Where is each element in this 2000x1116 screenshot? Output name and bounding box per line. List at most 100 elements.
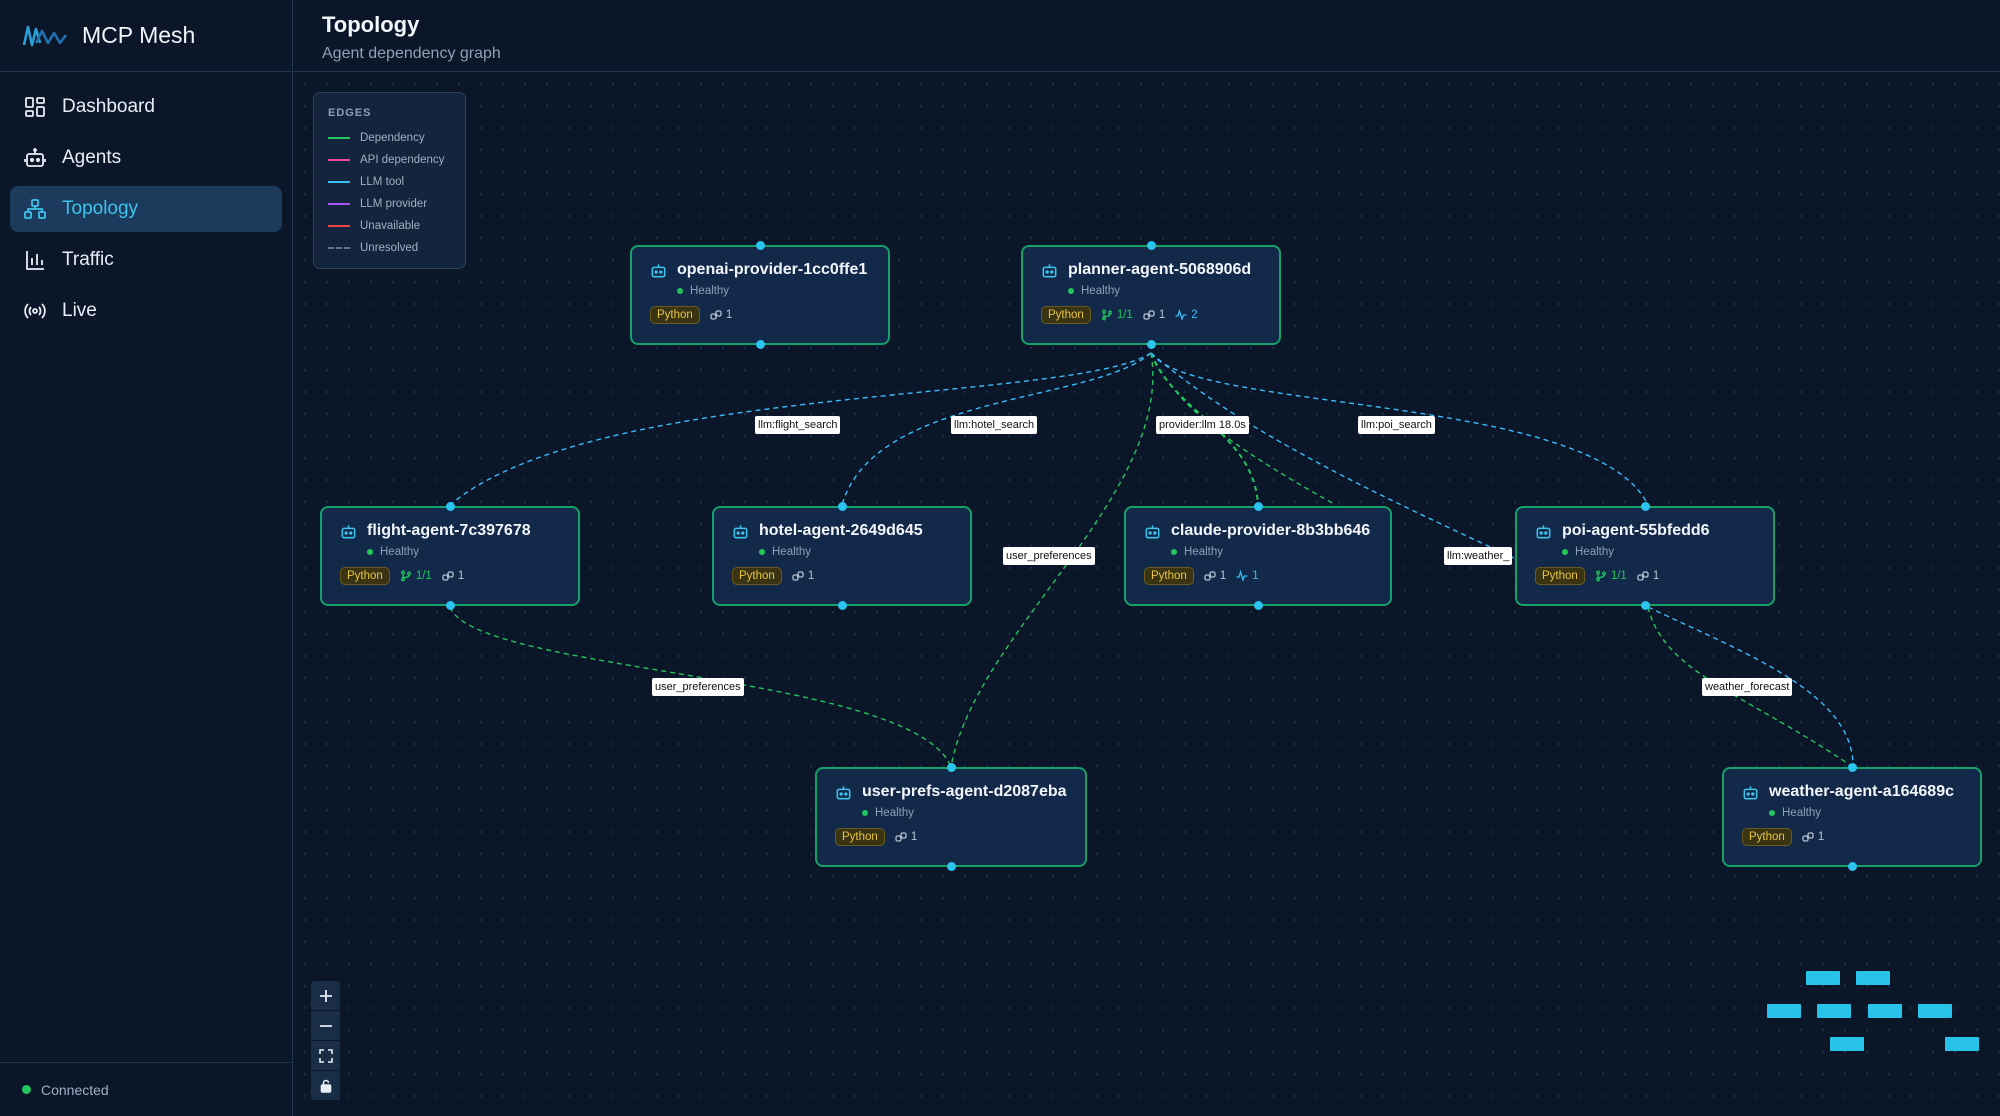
node-meta: Python 1/1 1 [340, 567, 578, 585]
sidebar-item-topology[interactable]: Topology [10, 186, 282, 232]
runtime-badge: Python [1535, 567, 1585, 585]
minimap-node [1918, 1004, 1952, 1018]
legend-item-llm-provider: LLM provider [328, 193, 465, 215]
legend-title: EDGES [328, 107, 372, 119]
edge-label[interactable]: user_preferences [652, 678, 744, 696]
edge-label[interactable]: llm:hotel_search [951, 416, 1038, 434]
node-handle[interactable] [1640, 502, 1650, 511]
node-name: claude-provider-8b3bb646 [1171, 522, 1371, 539]
node-handle[interactable] [837, 502, 847, 511]
llm-count: 1 [1236, 570, 1259, 582]
edge-legend: EDGES Dependency API dependency LLM tool… [313, 92, 466, 269]
agent-node-openai-provider[interactable]: openai-provider-1cc0ffe1 Healthy Python … [630, 241, 890, 349]
edge-weather-forecast [1647, 606, 1854, 768]
agent-node-weather-agent[interactable]: weather-agent-a164689c Healthy Python 1 [1722, 763, 1982, 871]
link-icon [895, 832, 907, 842]
edge-label[interactable]: user_preferences [1003, 547, 1095, 565]
status-label: Healthy [772, 546, 811, 558]
activity-icon [1175, 309, 1187, 321]
runtime-badge: Python [1041, 306, 1091, 324]
edge-label[interactable]: llm:flight_search [755, 416, 841, 434]
legend-swatch [328, 225, 350, 227]
page-subtitle: Agent dependency graph [322, 45, 501, 62]
legend-item-llm-tool: LLM tool [328, 171, 465, 193]
link-icon [442, 571, 454, 581]
status-label: Healthy [1575, 546, 1614, 558]
node-handle[interactable] [837, 601, 847, 610]
zoom-out-button[interactable] [311, 1011, 340, 1041]
agent-node-user-prefs-agent[interactable]: user-prefs-agent-d2087eba Healthy Python… [815, 763, 1087, 871]
edge-label[interactable]: llm:weather_ [1444, 547, 1513, 565]
page-header: Topology Agent dependency graph [294, 0, 2000, 72]
status-label: Healthy [875, 807, 914, 819]
minus-icon [319, 1024, 332, 1027]
node-handle[interactable] [1847, 763, 1857, 772]
node-handle[interactable] [1640, 601, 1650, 610]
node-handle[interactable] [445, 502, 455, 511]
edges-layer [449, 352, 1854, 768]
minimap-node [1868, 1004, 1902, 1018]
node-status: Healthy [1769, 807, 1980, 819]
sidebar-item-live[interactable]: Live [10, 288, 282, 334]
node-handle[interactable] [946, 763, 956, 772]
node-handle[interactable] [755, 241, 765, 250]
edge-label[interactable]: weather_forecast [1702, 678, 1793, 696]
node-name: hotel-agent-2649d645 [759, 522, 923, 539]
legend-label: LLM provider [360, 198, 428, 210]
agent-node-hotel-agent[interactable]: hotel-agent-2649d645 Healthy Python 1 [712, 502, 972, 610]
link-icon [1143, 310, 1155, 320]
runtime-badge: Python [1144, 567, 1194, 585]
runtime-badge: Python [835, 828, 885, 846]
node-handle[interactable] [1847, 862, 1857, 871]
tools-count: 1 [1802, 831, 1824, 843]
robot-icon [340, 523, 357, 540]
status-label: Healthy [1184, 546, 1223, 558]
legend-label: Unresolved [360, 242, 419, 254]
page-title: Topology [322, 12, 420, 37]
deps-count: 1/1 [400, 570, 432, 582]
llm-count: 2 [1175, 309, 1198, 321]
branch-icon [400, 570, 411, 582]
node-status: Healthy [367, 546, 578, 558]
node-name: flight-agent-7c397678 [367, 522, 531, 539]
fit-view-button[interactable] [311, 1041, 340, 1071]
legend-label: Dependency [360, 132, 425, 144]
node-handle[interactable] [755, 340, 765, 349]
link-icon [1204, 571, 1216, 581]
node-status: Healthy [862, 807, 1085, 819]
agent-node-flight-agent[interactable]: flight-agent-7c397678 Healthy Python 1/1… [320, 502, 580, 610]
brand[interactable]: MCP Mesh [0, 0, 292, 72]
topology-canvas[interactable]: llm:flight_search llm:hotel_search provi… [294, 73, 2000, 1116]
agent-node-poi-agent[interactable]: poi-agent-55bfedd6 Healthy Python 1/1 1 [1515, 502, 1775, 610]
minimap-node [1806, 971, 1840, 985]
lock-button[interactable] [311, 1071, 340, 1101]
lock-icon [320, 1079, 331, 1093]
tools-count: 1 [1204, 570, 1226, 582]
node-handle[interactable] [946, 862, 956, 871]
node-handle[interactable] [1253, 502, 1263, 511]
sidebar-item-traffic[interactable]: Traffic [10, 237, 282, 283]
edge-label[interactable]: provider:llm 18.0s [1156, 416, 1249, 434]
status-dot-icon [367, 549, 373, 555]
robot-icon [1144, 523, 1161, 540]
plus-icon [319, 989, 332, 1002]
activity-icon [1236, 570, 1248, 582]
node-status: Healthy [1068, 285, 1279, 297]
agent-node-planner-agent[interactable]: planner-agent-5068906d Healthy Python 1/… [1021, 241, 1281, 349]
node-handle[interactable] [445, 601, 455, 610]
node-handle[interactable] [1146, 241, 1156, 250]
status-dot-icon [1562, 549, 1568, 555]
agent-node-claude-provider[interactable]: claude-provider-8b3bb646 Healthy Python … [1124, 502, 1392, 610]
minimap[interactable] [1764, 959, 1984, 1079]
sidebar-item-dashboard[interactable]: Dashboard [10, 84, 282, 130]
node-meta: Python 1 1 [1144, 567, 1390, 585]
edge-weather-llm [1647, 606, 1854, 768]
legend-swatch [328, 203, 350, 205]
node-handle[interactable] [1146, 340, 1156, 349]
zoom-in-button[interactable] [311, 981, 340, 1011]
legend-item-unresolved: Unresolved [328, 237, 465, 259]
edge-label[interactable]: llm:poi_search [1358, 416, 1435, 434]
robot-icon [650, 262, 667, 279]
node-handle[interactable] [1253, 601, 1263, 610]
sidebar-item-agents[interactable]: Agents [10, 135, 282, 181]
